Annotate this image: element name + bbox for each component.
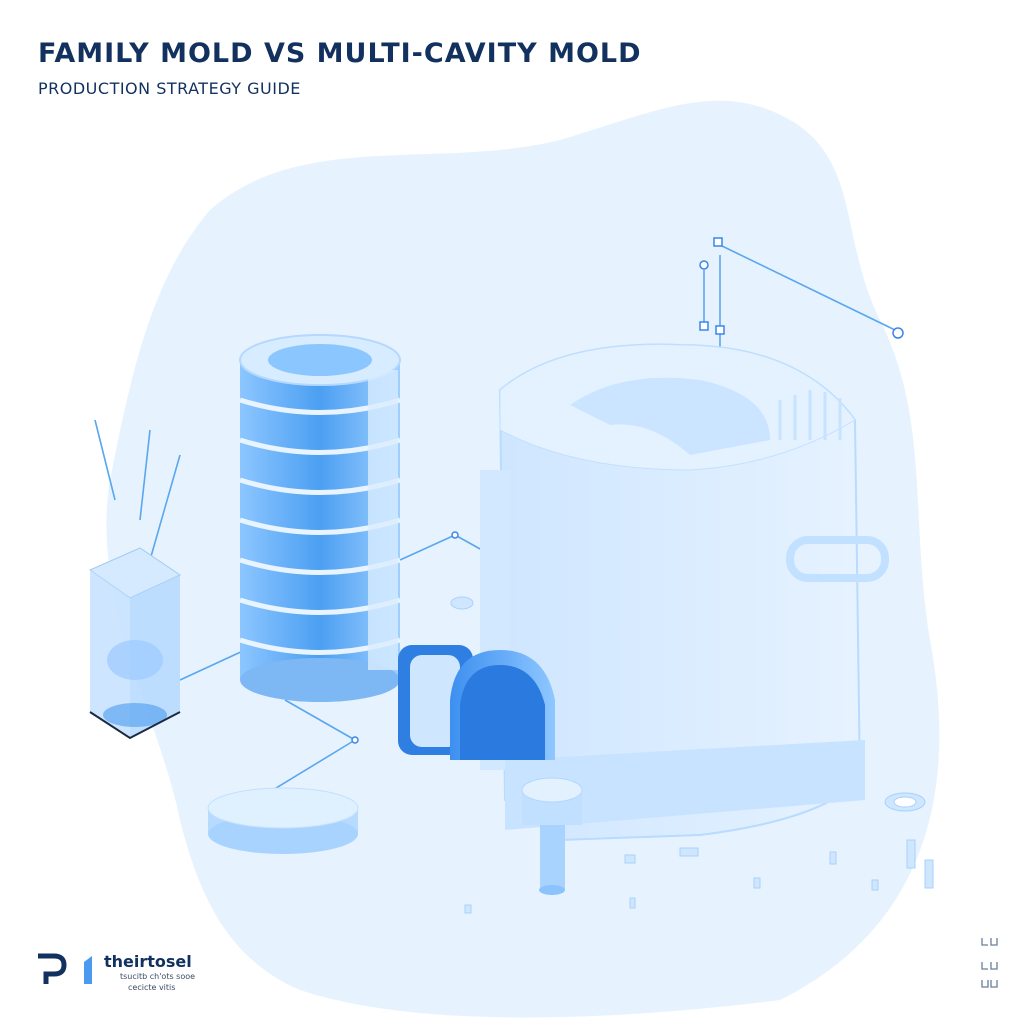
brand-tagline-1: tsucitb ch'ots sooe [120, 972, 196, 981]
corner-mark-icon [981, 938, 998, 988]
multi-cavity-cylinder [239, 334, 401, 702]
brand-logo-icon [38, 953, 92, 984]
clear-container [88, 547, 182, 740]
brand-name: theirtosel [104, 952, 192, 971]
brand-tagline-2: cecicte vitis [128, 983, 176, 992]
arch-cavity [398, 645, 555, 760]
small-parts [450, 596, 934, 914]
ejector-pin [521, 777, 583, 895]
brand-block: theirtosel tsucitb ch'ots sooe cecicte v… [36, 950, 236, 995]
page-subtitle: PRODUCTION STRATEGY GUIDE [38, 79, 301, 98]
connector-nodes [351, 237, 904, 744]
page-title: FAMILY MOLD VS MULTI-CAVITY MOLD [38, 38, 642, 69]
family-mold-block [480, 343, 889, 842]
connector-lines [94, 244, 896, 811]
disc-part [207, 787, 359, 854]
